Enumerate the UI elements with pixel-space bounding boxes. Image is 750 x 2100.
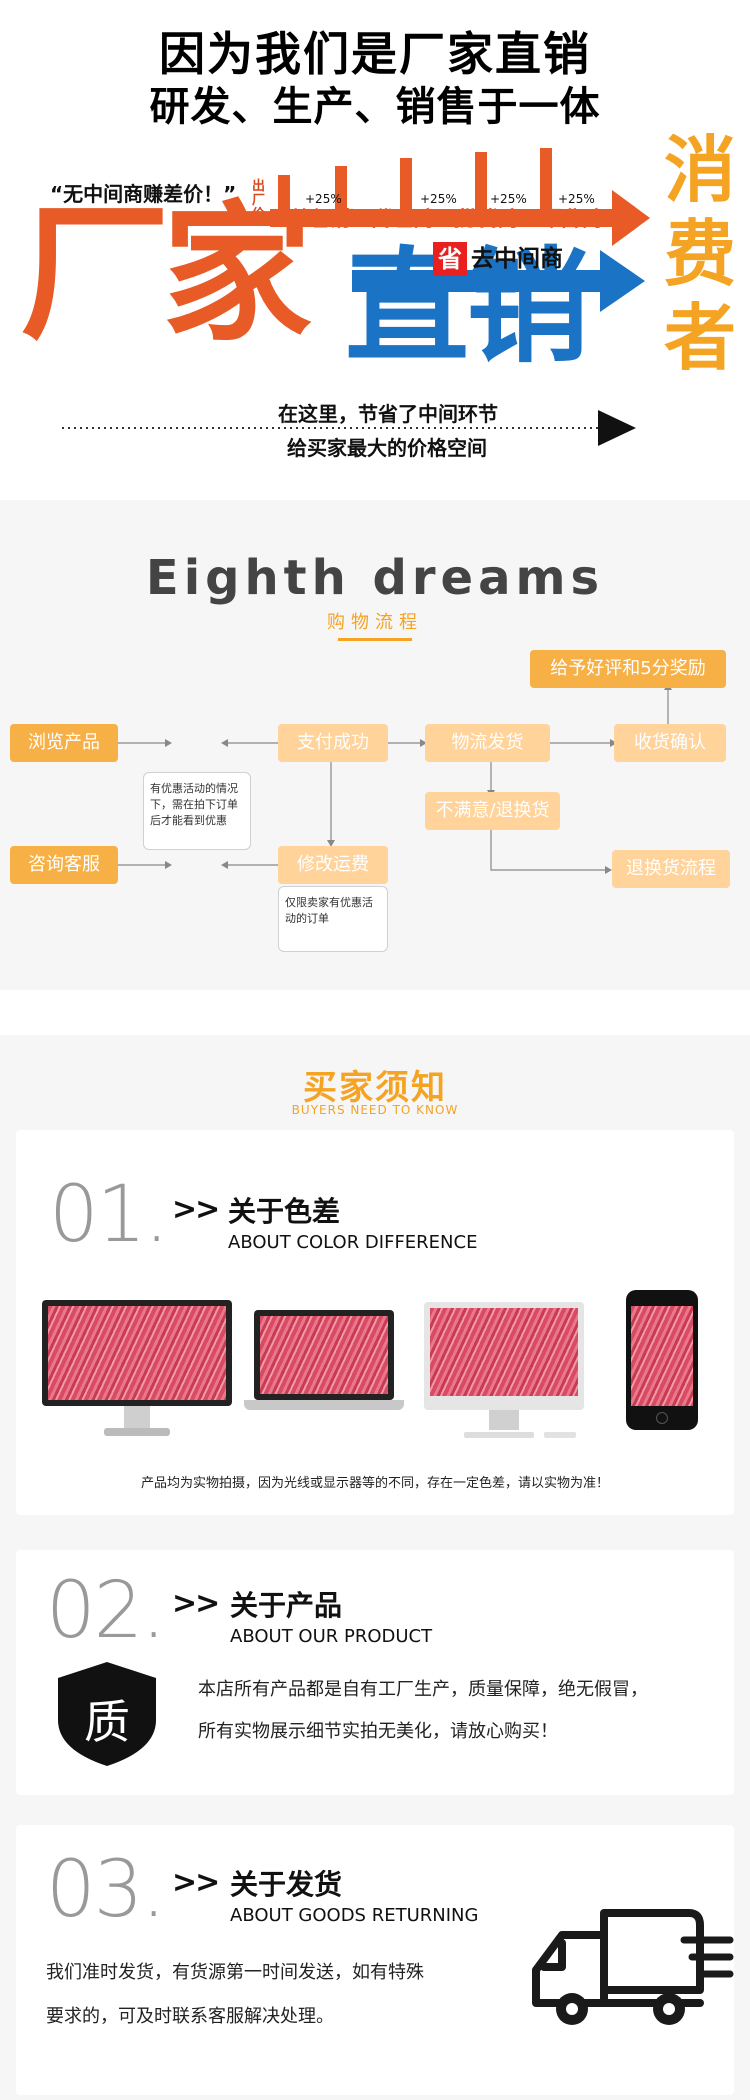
notice-card-color: 01. >> 关于色差 ABOUT COLOR DIFFERENCE xyxy=(16,1130,734,1515)
quality-shield-icon: 质 xyxy=(52,1658,162,1770)
orange-arrow-bar xyxy=(270,209,615,227)
card-description-line1: 我们准时发货，有货源第一时间发送，如有特殊 xyxy=(46,1962,424,1983)
factory-direct-banner: 因为我们是厂家直销 研发、生产、销售于一体 “无中间商赚差价！” 出厂价 +25… xyxy=(0,0,750,480)
note-seller-promo: 仅限卖家有优惠活动的订单 xyxy=(278,886,388,952)
direct-sale-big-text: 直销 xyxy=(345,236,589,380)
tagline-save: 在这里，节省了中间环节 xyxy=(278,402,498,426)
laptop-image xyxy=(244,1310,404,1430)
chain-item: 批发商 xyxy=(453,207,520,231)
banner-subtitle: 研发、生产、销售于一体 xyxy=(149,84,601,130)
distribution-chain: 总经销 代理商 批发商 零售商 xyxy=(285,203,614,233)
card-title: 关于色差 xyxy=(228,1195,341,1228)
desktop-monitor-image xyxy=(42,1300,232,1440)
consumer-vertical-text: 消 费 者 xyxy=(660,128,740,380)
no-middleman-quote: “无中间商赚差价！” xyxy=(50,182,237,206)
markup-tick xyxy=(400,158,412,211)
markup-label: +25% xyxy=(558,192,595,206)
card-number: 02. xyxy=(46,1566,166,1656)
markup-label: +25% xyxy=(490,192,527,206)
card-number: 03. xyxy=(46,1845,166,1935)
buyer-notice-section: 买家须知 BUYERS NEED TO KNOW 01. >> 关于色差 ABO… xyxy=(0,1035,750,2100)
card-number: 01. xyxy=(49,1170,169,1260)
card-description: 产品均为实物拍摄，因为光线或显示器等的不同，存在一定色差，请以实物为准！ xyxy=(140,1476,609,1491)
banner-arrows xyxy=(62,148,650,446)
step-confirm-receipt: 收货确认 xyxy=(614,724,726,762)
imac-image xyxy=(424,1302,584,1442)
consumer-char: 费 xyxy=(663,212,736,296)
step-return-process: 退换货流程 xyxy=(612,850,730,888)
card-title: 关于发货 xyxy=(230,1868,343,1901)
remove-middleman-text: 去中间商 xyxy=(471,246,563,272)
step-consult-service: 咨询客服 xyxy=(10,846,118,884)
card-subtitle-en: ABOUT COLOR DIFFERENCE xyxy=(228,1232,478,1253)
orange-arrow-head xyxy=(612,190,650,246)
blue-arrow-head xyxy=(600,250,645,312)
step-browse-products: 浏览产品 xyxy=(10,724,118,762)
notice-card-shipping: 03. >> 关于发货 ABOUT GOODS RETURNING 我们准时发货… xyxy=(16,1825,734,2095)
step-logistics-shipping: 物流发货 xyxy=(425,724,550,762)
blue-arrow-bar xyxy=(352,270,607,292)
black-arrow-head xyxy=(598,410,636,446)
factory-price-label: 出厂价 xyxy=(252,179,266,222)
banner-title: 因为我们是厂家直销 xyxy=(159,27,591,81)
step-good-review-reward: 给予好评和5分奖励 xyxy=(530,650,726,688)
markup-label: +25% xyxy=(420,192,457,206)
step-payment-success: 支付成功 xyxy=(278,724,388,762)
markup-tick xyxy=(278,175,290,211)
consumer-char: 者 xyxy=(663,296,736,380)
consumer-char: 消 xyxy=(663,128,736,212)
card-description-line1: 本店所有产品都是自有工厂生产，质量保障，绝无假冒， xyxy=(198,1679,648,1700)
shopping-flow-section: Eighth dreams 购物流程 浏览产品 xyxy=(0,500,750,990)
markup-label: +25% xyxy=(305,192,342,206)
subtitle-underline xyxy=(338,638,412,641)
card-description-line2: 要求的，可及时联系客服解决处理。 xyxy=(46,2006,334,2027)
quality-badge-text: 质 xyxy=(84,1695,130,1749)
delivery-truck-icon xyxy=(532,1909,734,2025)
card-subtitle-en: ABOUT OUR PRODUCT xyxy=(230,1626,433,1647)
markup-tick xyxy=(335,166,347,211)
step-modify-shipping: 修改运费 xyxy=(278,846,388,884)
chain-item: 零售商 xyxy=(537,207,604,231)
double-arrow-icon: >> xyxy=(172,1865,220,1900)
chain-item: 总经销 xyxy=(285,207,351,231)
notice-card-product: 02. >> 关于产品 ABOUT OUR PRODUCT 质 本店所有产品都是… xyxy=(16,1550,734,1795)
double-arrow-icon: >> xyxy=(172,1586,220,1621)
brand-title: Eighth dreams xyxy=(145,550,605,606)
chain-item: 代理商 xyxy=(369,207,436,231)
save-badge: 省 xyxy=(433,242,467,276)
card-description-line2: 所有实物展示细节实拍无美化，请放心购买！ xyxy=(198,1721,558,1742)
markup-tick xyxy=(540,148,552,211)
flow-connectors xyxy=(118,683,672,874)
card-title: 关于产品 xyxy=(230,1589,343,1622)
tagline-price: 给买家最大的价格空间 xyxy=(287,436,487,460)
notice-title: 买家须知 xyxy=(303,1068,447,1108)
factory-big-text: 厂家 xyxy=(20,188,312,362)
flow-subtitle: 购物流程 xyxy=(327,612,423,633)
card-subtitle-en: ABOUT GOODS RETURNING xyxy=(230,1905,479,1926)
markup-tick xyxy=(475,152,487,211)
step-unsatisfied-return: 不满意/退换货 xyxy=(425,792,560,830)
phone-image xyxy=(626,1290,698,1430)
note-promo-discount: 有优惠活动的情况下，需在拍下订单后才能看到优惠 xyxy=(143,772,251,850)
notice-subtitle: BUYERS NEED TO KNOW xyxy=(291,1103,459,1117)
double-arrow-icon: >> xyxy=(172,1192,220,1227)
